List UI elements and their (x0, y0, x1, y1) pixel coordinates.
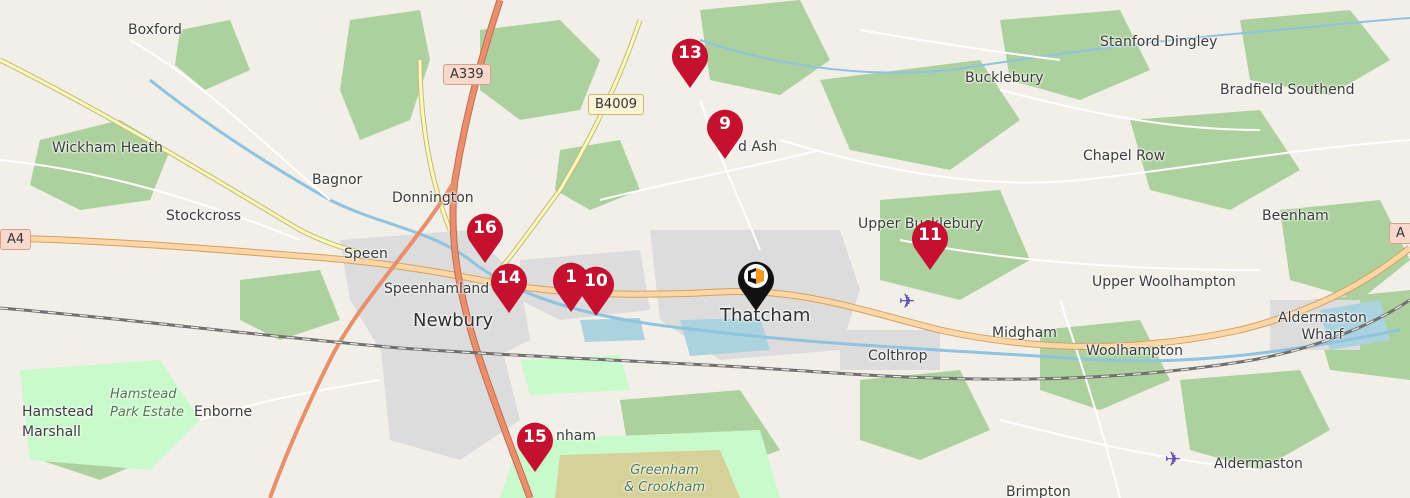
map-pin-icon (912, 220, 948, 270)
road-shield-a4-east: A (1389, 223, 1410, 244)
place-label-stockcross: Stockcross (166, 208, 242, 224)
place-label-hamstead-park-estate: Hamstead Park Estate (110, 387, 184, 420)
marker-label: 13 (678, 43, 702, 63)
river-kennet (149, 78, 1401, 363)
place-label-bradfield-southend: Bradfield Southend (1220, 82, 1355, 98)
place-label-speenhamland: Speenhamland (384, 281, 490, 297)
map-marker-15[interactable]: 15 (513, 418, 557, 474)
secondary-roads (0, 19, 643, 282)
map-marker-16[interactable]: 16 (463, 209, 507, 265)
place-label-colthrop: Colthrop (868, 348, 928, 364)
road-shield-b4009: B4009 (588, 94, 645, 115)
map-marker-home[interactable] (734, 257, 778, 313)
road-a339 (450, 0, 533, 498)
marker-label: 1 (565, 267, 577, 287)
marker-label: 15 (523, 427, 547, 447)
place-label-wickham-heath: Wickham Heath (52, 140, 163, 156)
map-marker-9[interactable]: 9 (703, 105, 747, 161)
road-shield-a4-west: A4 (0, 229, 32, 250)
map-marker-10[interactable]: 10 (574, 262, 618, 318)
map-marker-14[interactable]: 14 (487, 259, 531, 315)
map-pin-icon (707, 109, 743, 159)
marker-label: 11 (918, 225, 942, 245)
road-a4 (0, 235, 1410, 349)
road-a34 (268, 178, 457, 498)
place-label-newbury: Newbury (413, 310, 494, 331)
river-pang (699, 17, 1410, 74)
airplane-icon: ✈ (898, 289, 916, 313)
map-marker-13[interactable]: 13 (668, 34, 712, 90)
place-label-aldermaston-wharf: Aldermaston Wharf (1278, 310, 1367, 343)
water-layer (580, 300, 1390, 356)
place-label-cold-ash: d Ash (738, 139, 778, 155)
place-label-bagnor: Bagnor (312, 172, 363, 188)
place-label-hamstead-marshall: Hamstead Marshall (22, 404, 94, 440)
logo-icon (748, 268, 764, 284)
road-shield-a339: A339 (443, 64, 491, 85)
place-label-midgham: Midgham (992, 325, 1057, 341)
place-label-thatcham: Thatcham (720, 305, 811, 326)
airplane-icon: ✈ (1164, 447, 1182, 471)
minor-roads (0, 29, 1410, 498)
map-pin-icon (672, 38, 708, 88)
place-label-greenham-crookham: Greenham & Crookham (624, 463, 705, 495)
marker-label: 10 (584, 271, 608, 291)
place-label-beenham: Beenham (1262, 208, 1329, 224)
place-label-aldermaston: Aldermaston (1214, 456, 1303, 472)
map-pin-icon (491, 263, 527, 313)
place-label-chapel-row: Chapel Row (1083, 148, 1166, 164)
map-pin-icon (467, 213, 503, 263)
place-label-greenham: nham (556, 428, 596, 444)
marker-label: 16 (473, 218, 497, 238)
map-pin-icon (578, 266, 614, 316)
map-pin-icon (553, 262, 589, 312)
place-label-enborne: Enborne (194, 404, 253, 420)
place-label-woolhampton: Woolhampton (1086, 343, 1183, 359)
place-label-bucklebury: Bucklebury (965, 70, 1044, 86)
map-pin-icon (517, 422, 553, 472)
railway-dash (0, 299, 1410, 380)
place-label-donnington: Donnington (392, 190, 474, 206)
marker-label: 14 (497, 268, 521, 288)
place-label-boxford: Boxford (128, 22, 182, 38)
place-label-stanford-dingley: Stanford Dingley (1100, 34, 1218, 50)
map-marker-11[interactable]: 11 (908, 216, 952, 272)
map-pin-icon (738, 261, 774, 311)
place-label-brimpton: Brimpton (1006, 484, 1071, 498)
heath-layer (555, 450, 740, 498)
map-marker-1x[interactable]: 1 (549, 258, 593, 314)
marker-label: 9 (719, 114, 731, 134)
place-label-speen: Speen (344, 246, 388, 262)
place-label-upper-woolhampton: Upper Woolhampton (1092, 274, 1236, 290)
